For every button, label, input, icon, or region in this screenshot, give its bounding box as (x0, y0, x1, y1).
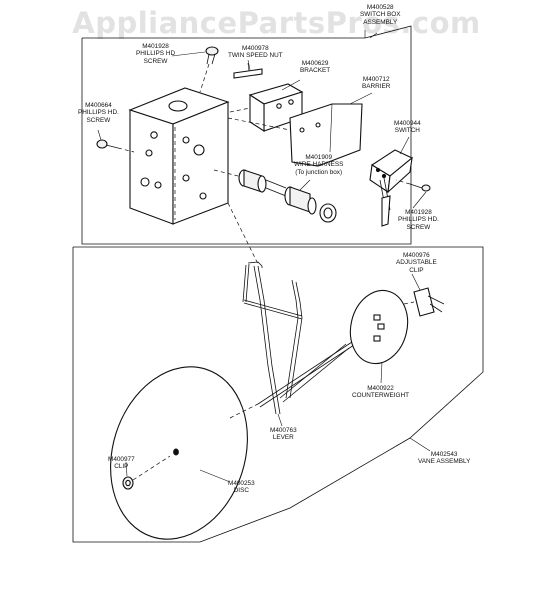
label-clip: M400977 CLIP (108, 456, 135, 471)
label-twin-speed-nut: M400978 TWIN SPEED NUT (228, 45, 283, 60)
disc-part (110, 366, 259, 540)
clip-part (122, 455, 171, 490)
leader-lines (97, 32, 431, 483)
switch-box-frame (81, 25, 412, 245)
label-bracket: M400629 BRACKET (300, 60, 331, 75)
switch-box-housing (128, 87, 230, 225)
adjustable-clip-part (403, 287, 445, 317)
twin-speed-nut (233, 59, 263, 79)
phillips-screw-top (199, 46, 219, 93)
vane-assembly-frame (72, 246, 484, 543)
phillips-screw-right (395, 179, 431, 192)
label-vane-assembly: M402543 VANE ASSEMBLY (418, 451, 471, 466)
label-switch: M400944 SWITCH (394, 120, 421, 135)
label-adjustable-clip: M400976 ADJUSTABLE CLIP (396, 252, 437, 274)
label-phillips-hd-screw-top: M401928 PHILLIPS HD SCREW (136, 43, 176, 65)
barrier-part (227, 103, 363, 167)
lever-part (242, 261, 355, 415)
label-disc: M400253 DISC (228, 480, 255, 495)
label-lever: M400763 LEVER (270, 427, 297, 442)
phillips-screw-left (96, 139, 135, 153)
switch-part (369, 149, 414, 227)
label-wire-harness: M401909 WIRE HARNESS (To junction box) (294, 154, 344, 176)
label-counterweight: M400922 COUNTERWEIGHT (352, 385, 410, 400)
label-phillips-hd-screw-right: M401928 PHILLIPS HD. SCREW (398, 209, 439, 231)
counterweight-part (349, 289, 409, 365)
wire-harness-part (213, 169, 337, 223)
label-switch-box-assembly: M400528 SWITCH BOX ASSEMBLY (360, 4, 401, 26)
watermark-text: AppliancePartsPros.com (72, 6, 481, 40)
assembly-link-line (227, 202, 259, 265)
label-phillips-hd-screw-left: M400664 PHILLIPS HD. SCREW (78, 102, 119, 124)
label-barrier: M400712 BARRIER (362, 76, 391, 91)
